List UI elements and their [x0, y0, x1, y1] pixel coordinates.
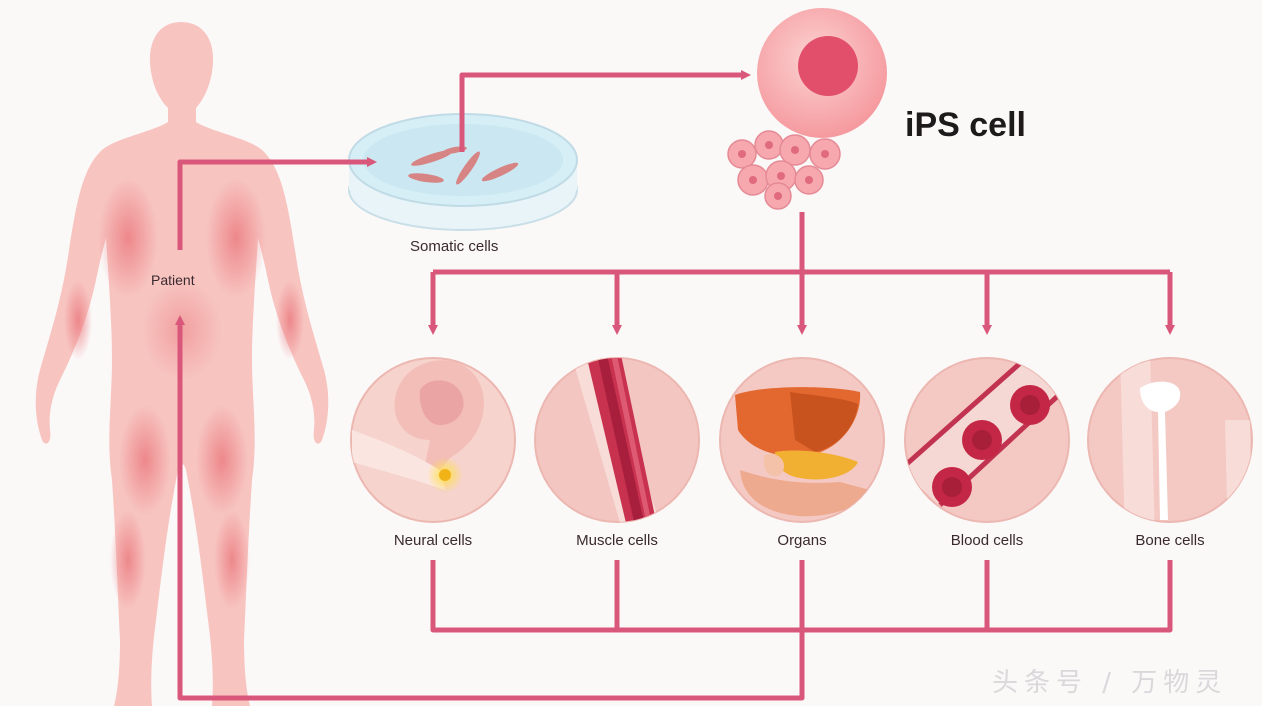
flow-arrows: [175, 70, 1175, 701]
cell-circle-neural: [350, 357, 516, 523]
cell-circle-blood: [904, 357, 1070, 523]
cell-label-muscle: Muscle cells: [576, 532, 658, 549]
cell-label-neural: Neural cells: [393, 532, 473, 549]
cell-circle-organs: [719, 357, 885, 523]
cell-label-organs: Organs: [777, 532, 827, 549]
arrow-patient-to-dish: [177, 157, 377, 250]
watermark: 头条号 / 万物灵: [992, 668, 1228, 698]
cell-label-bone: Bone cells: [1135, 532, 1205, 549]
patient-label: Patient: [151, 272, 195, 288]
ips-cell: [757, 8, 887, 138]
petri-dish: [348, 113, 578, 231]
somatic-cell-shapes: [408, 146, 519, 185]
ips-colony: [727, 130, 841, 210]
cell-circle-bone: [1087, 357, 1253, 523]
ips-cell-title: iPS cell: [905, 106, 1026, 144]
arrow-return-to-patient: [175, 315, 805, 701]
cell-label-blood: Blood cells: [950, 532, 1024, 549]
arrow-dish-to-ips: [459, 70, 751, 152]
cell-circle-muscle: [534, 357, 700, 523]
somatic-cells-label: Somatic cells: [410, 238, 499, 255]
